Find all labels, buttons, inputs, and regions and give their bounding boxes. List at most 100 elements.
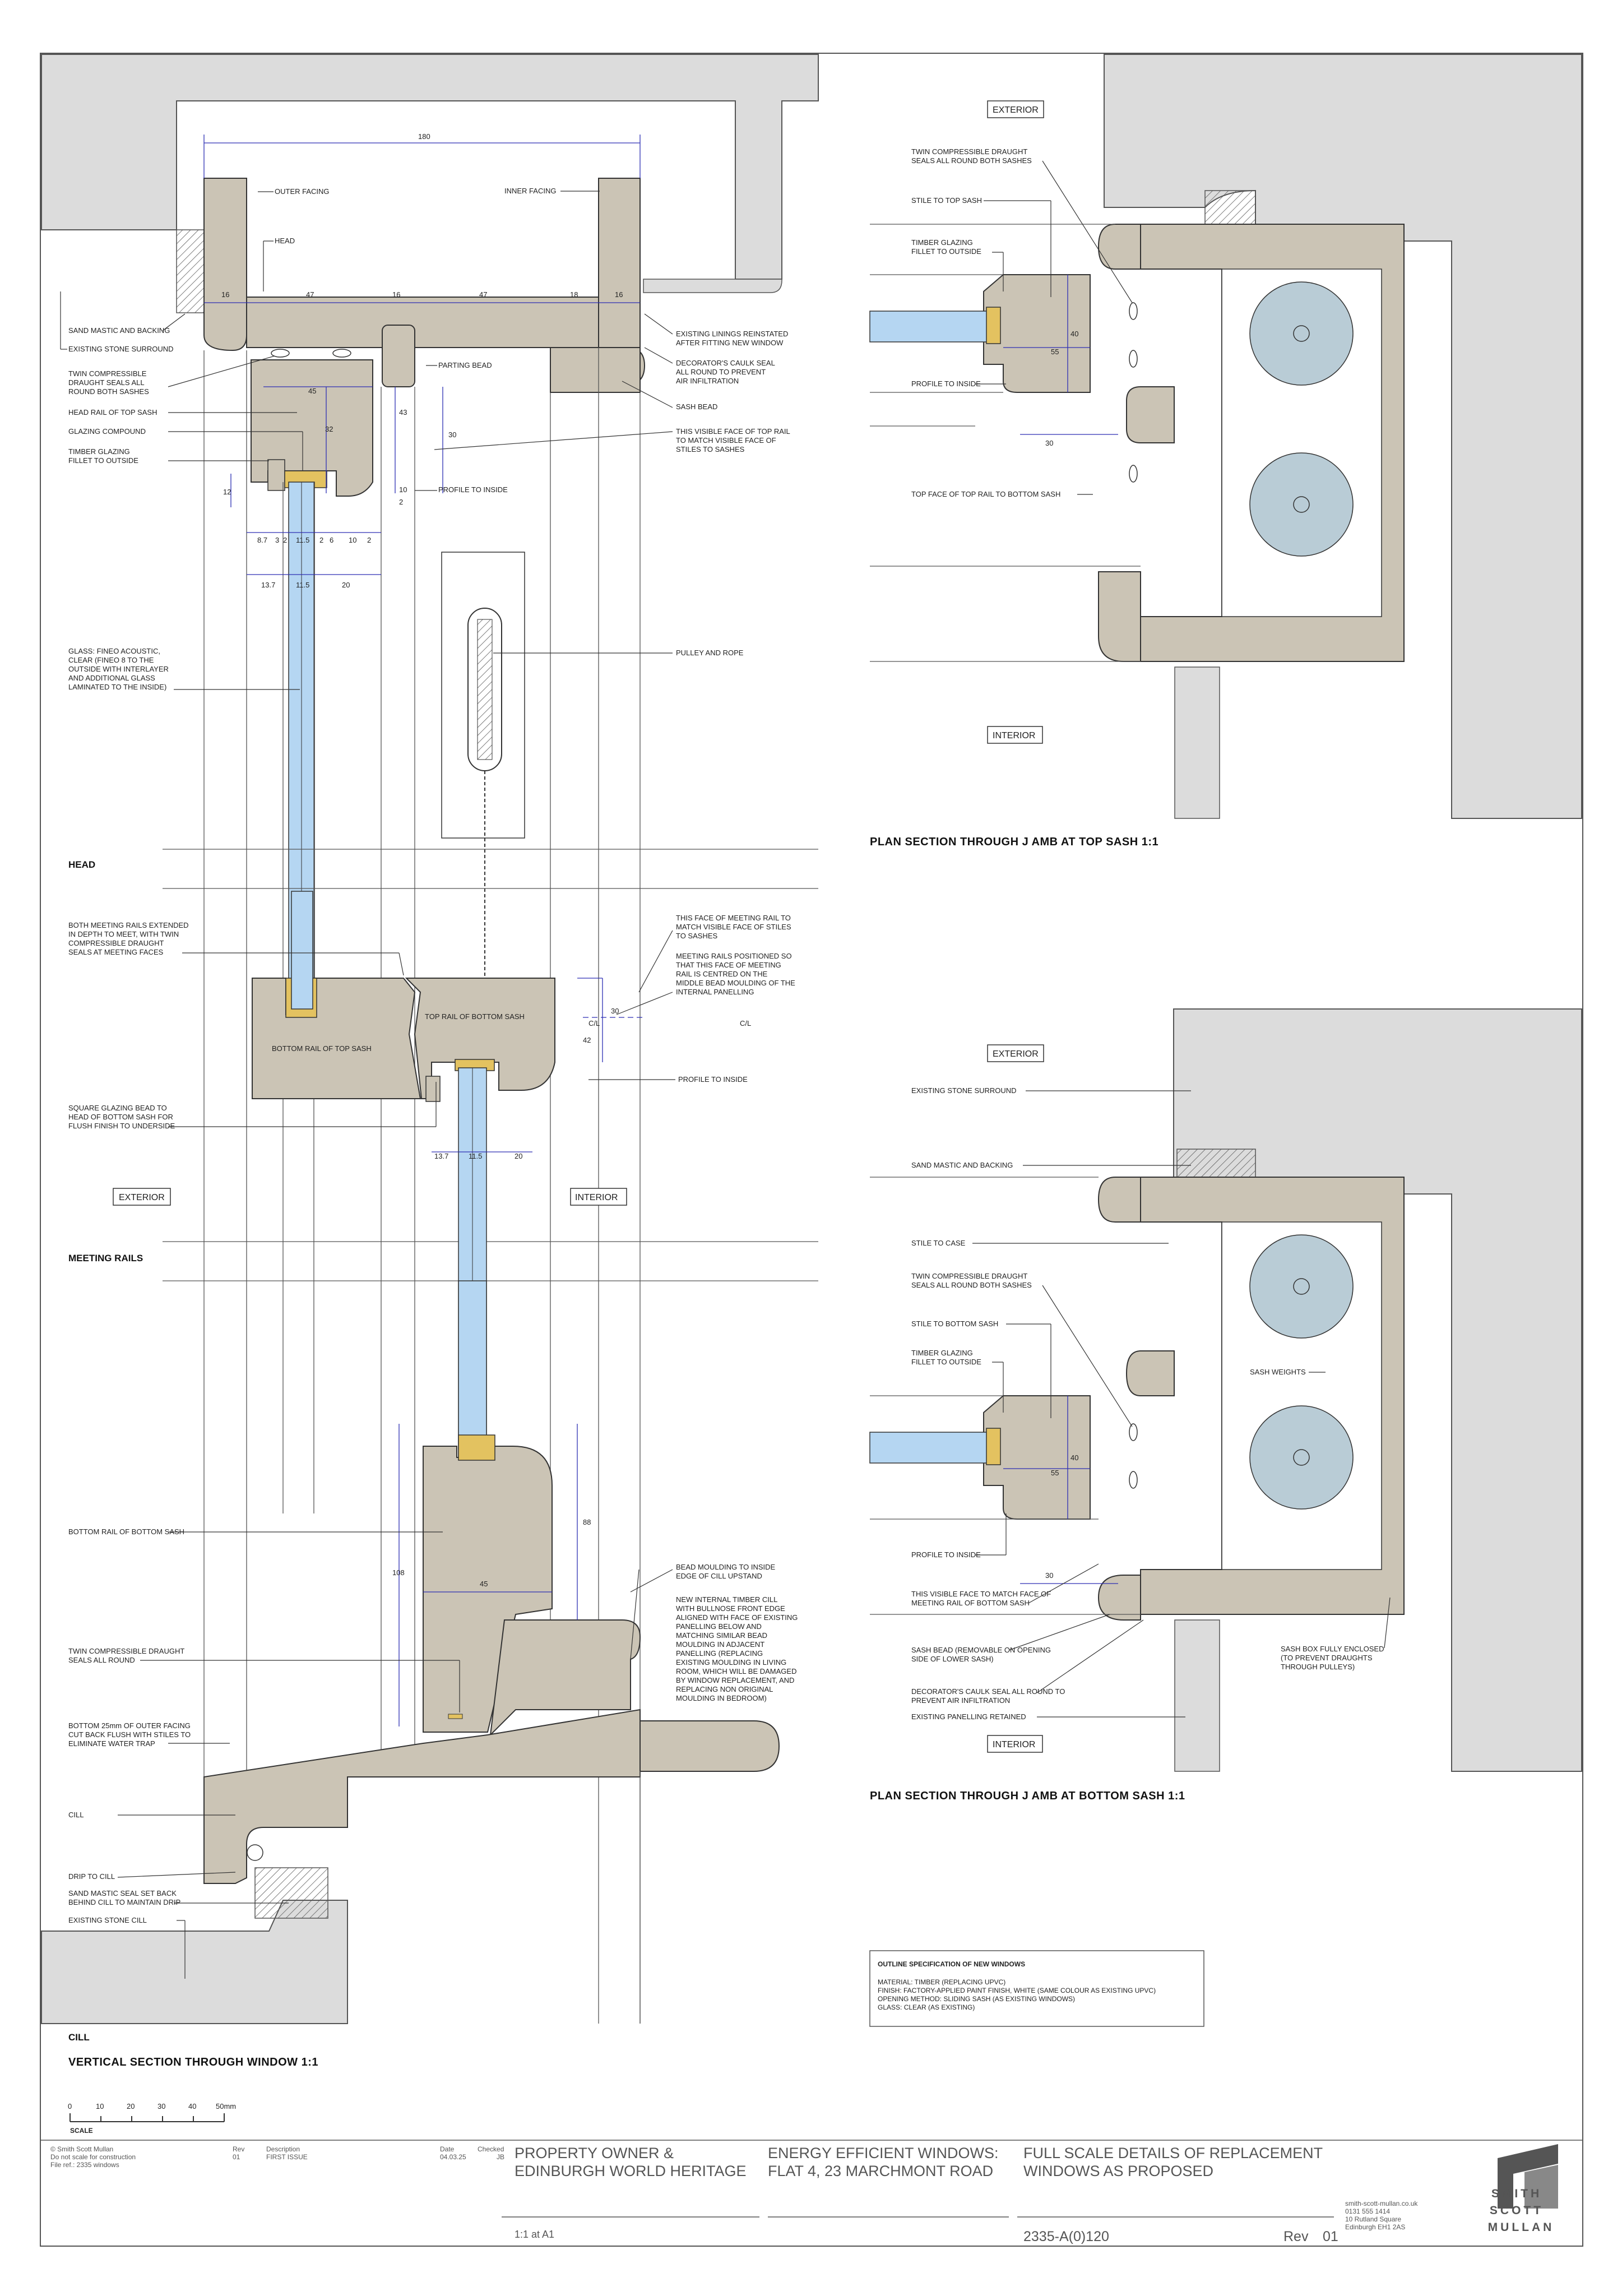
glazing-bead-bottom-sash <box>425 1076 441 1102</box>
dim-43: 43 <box>399 408 407 416</box>
label-new-cill-4: PANELLING BELOW AND <box>676 1622 762 1631</box>
dim-88: 88 <box>583 1518 591 1526</box>
tb-date-header: Date <box>440 2145 455 2153</box>
plan-bottom-stile-bottom: STILE TO BOTTOM SASH <box>911 1320 998 1328</box>
dim-2b: 2 <box>283 536 287 544</box>
head-member <box>246 297 599 348</box>
heading-cill: CILL <box>68 2032 90 2043</box>
dim-6: 6 <box>330 536 333 544</box>
tb-project-1: ENERGY EFFICIENT WINDOWS: <box>768 2145 999 2161</box>
label-meeting-ext-1: BOTH MEETING RAILS EXTENDED <box>68 921 189 929</box>
dim-2d: 2 <box>367 536 371 544</box>
plan-top-stile <box>983 274 1091 393</box>
scale-tick-0: 0 <box>68 2102 72 2110</box>
tb-client-1: PROPERTY OWNER & <box>515 2145 674 2161</box>
label-sand-mastic: SAND MASTIC AND BACKING <box>68 326 170 335</box>
cill-mastic-hatch <box>254 1867 328 1919</box>
dim-47a: 47 <box>306 290 314 299</box>
plan-bottom-glass <box>869 1432 1000 1464</box>
seal-top-1 <box>271 349 290 358</box>
pulley-box <box>441 552 525 839</box>
label-visible-face-2: TO MATCH VISIBLE FACE OF <box>676 436 776 445</box>
plan-bottom-stile-case: STILE TO CASE <box>911 1239 966 1247</box>
label-sand-cill-1: SAND MASTIC SEAL SET BACK <box>68 1889 177 1897</box>
label-bottom-25-1: BOTTOM 25mm OF OUTER FACING <box>68 1721 191 1730</box>
label-glazing-compound: GLAZING COMPOUND <box>68 427 146 436</box>
plan-bottom-visible-1: THIS VISIBLE FACE TO MATCH FACE OF <box>911 1590 1051 1598</box>
label-new-cill-5: MATCHING SIMILAR BEAD <box>676 1631 767 1640</box>
plan-bottom-stone-lower <box>1174 1619 1220 1772</box>
label-bottom-rail-bottom-sash: BOTTOM RAIL OF BOTTOM SASH <box>68 1527 184 1536</box>
dim-10b: 10 <box>349 536 356 544</box>
plan-top-glass <box>869 311 1000 342</box>
plan-top-profile: PROFILE TO INSIDE <box>911 379 981 388</box>
plan-bottom-twin-2: SEALS ALL ROUND BOTH SASHES <box>911 1281 1032 1289</box>
tb-date-value: 04.03.25 <box>440 2153 466 2161</box>
scale-tick-40: 40 <box>188 2102 196 2110</box>
label-twin-3: ROUND BOTH SASHES <box>68 387 149 396</box>
plan-bottom-sash-weights: SASH WEIGHTS <box>1250 1368 1306 1376</box>
plan-bottom-sash-bead-1: SASH BEAD (REMOVABLE ON OPENING <box>911 1646 1051 1654</box>
label-new-cill-1: NEW INTERNAL TIMBER CILL <box>676 1595 777 1604</box>
plan-bottom-visible-2: MEETING RAIL OF BOTTOM SASH <box>911 1599 1030 1607</box>
break-lines <box>163 849 818 1281</box>
label-new-cill-6: MOULDING IN ADJACENT <box>676 1640 764 1649</box>
sash-bead <box>550 347 641 393</box>
dim-12: 12 <box>223 488 231 496</box>
label-drip: DRIP TO CILL <box>68 1872 115 1881</box>
label-bead-moulding-1: BEAD MOULDING TO INSIDE <box>676 1563 776 1571</box>
dim-13-7b: 13.7 <box>434 1152 448 1160</box>
dim-13-7: 13.7 <box>261 581 275 589</box>
bottom-rail-top-sash <box>252 978 421 1099</box>
label-visible-face-3: STILES TO SASHES <box>676 445 745 453</box>
tb-address-1: 10 Rutland Square <box>1345 2215 1401 2223</box>
dim-20: 20 <box>342 581 350 589</box>
tb-desc-value: FIRST ISSUE <box>266 2153 308 2161</box>
dim-30: 30 <box>448 430 456 439</box>
label-meeting-pos-3: RAIL IS CENTRED ON THE <box>676 970 768 978</box>
label-square-bead-2: HEAD OF BOTTOM SASH FOR <box>68 1113 173 1121</box>
plan-top-dim-40: 40 <box>1070 330 1078 338</box>
seal-cill-strip <box>448 1714 463 1719</box>
label-meeting-ext-4: SEALS AT MEETING FACES <box>68 948 164 956</box>
label-bottom-rail-top-sash: BOTTOM RAIL OF TOP SASH <box>272 1044 372 1053</box>
label-bottom-25-3: ELIMINATE WATER TRAP <box>68 1739 155 1748</box>
plan-bottom-fillet-2: FILLET TO OUTSIDE <box>911 1358 981 1366</box>
plan-top-section: 55 40 30 TWIN COMPRESSIBLE DRAUGHT SEALS… <box>869 54 1582 848</box>
tb-rev-value: 01 <box>233 2153 240 2161</box>
seal-bottom-glass <box>458 1434 495 1461</box>
title-block: © Smith Scott Mullan Do not scale for co… <box>40 2140 1583 2244</box>
plan-bottom-dim-55: 55 <box>1051 1469 1059 1477</box>
spec-line-3: OPENING METHOD: SLIDING SASH (AS EXISTIN… <box>878 1995 1075 2003</box>
label-glass-3: OUTSIDE WITH INTERLAYER <box>68 665 169 673</box>
label-square-bead-1: SQUARE GLAZING BEAD TO <box>68 1104 167 1112</box>
plan-bottom-seal <box>986 1428 1001 1465</box>
label-caulk-2: ALL ROUND TO PREVENT <box>676 368 766 376</box>
plan-top-top-face: TOP FACE OF TOP RAIL TO BOTTOM SASH <box>911 490 1060 498</box>
plan-bottom-caulk-2: PREVENT AIR INFILTRATION <box>911 1696 1010 1705</box>
interior-box-plan-bottom <box>987 1735 1043 1753</box>
label-top-rail-bottom-sash: TOP RAIL OF BOTTOM SASH <box>425 1012 525 1021</box>
dim-16b: 16 <box>392 290 400 299</box>
label-new-cill-12: MOULDING IN BEDROOM) <box>676 1694 767 1702</box>
plan-top-weight-2 <box>1249 452 1354 557</box>
dim-16a: 16 <box>221 290 229 299</box>
stone-head-masonry <box>41 54 819 280</box>
plan-top-stone-lower <box>1174 666 1220 819</box>
label-new-cill-7: PANELLING (REPLACING <box>676 1649 763 1658</box>
tb-drawing-number: 2335-A(0)120 <box>1023 2229 1109 2244</box>
label-visible-face-1: THIS VISIBLE FACE OF TOP RAIL <box>676 427 790 436</box>
label-outer-facing: OUTER FACING <box>275 187 330 196</box>
exterior-box-plan-bottom <box>987 1044 1044 1062</box>
label-meeting-ext-2: IN DEPTH TO MEET, WITH TWIN <box>68 930 179 938</box>
tb-phone: 0131 555 1414 <box>1345 2207 1390 2215</box>
dim-cl: C/L <box>588 1019 600 1027</box>
plan-bottom-caulk-1: DECORATOR'S CAULK SEAL ALL ROUND TO <box>911 1687 1065 1696</box>
label-fillet-1: TIMBER GLAZING <box>68 447 130 456</box>
scale-label: SCALE <box>70 2127 93 2135</box>
plan-top-dim-55: 55 <box>1051 348 1059 356</box>
title-plan-bottom: PLAN SECTION THROUGH J AMB AT BOTTOM SAS… <box>870 1790 1185 1802</box>
tb-copyright: © Smith Scott Mullan <box>50 2145 113 2153</box>
plan-bottom-dim-30: 30 <box>1045 1571 1053 1580</box>
